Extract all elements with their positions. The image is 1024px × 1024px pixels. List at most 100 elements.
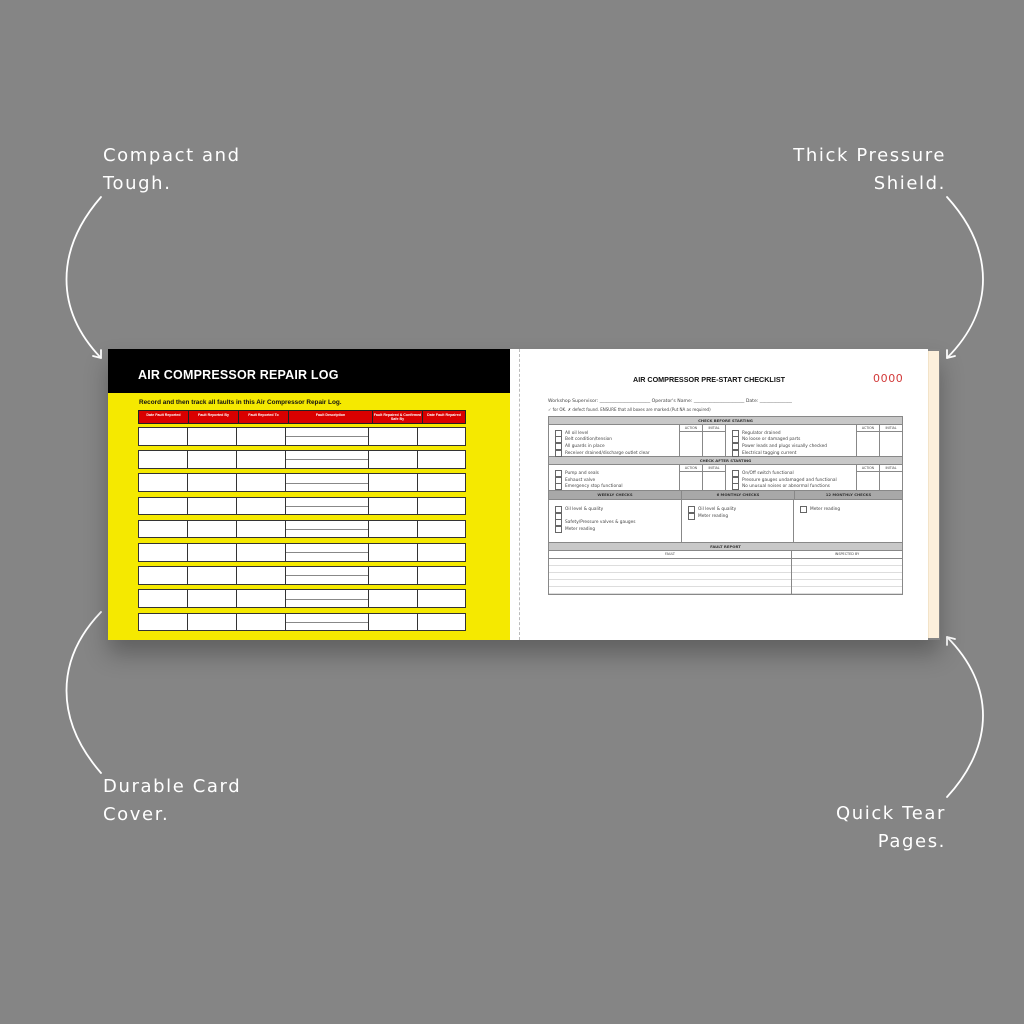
log-cell[interactable] [369,613,418,631]
log-cell[interactable] [418,590,465,607]
cover-page: AIR COMPRESSOR REPAIR LOG Record and the… [108,349,510,640]
log-cell[interactable] [237,543,286,561]
log-table-row[interactable] [138,473,466,492]
log-cell[interactable] [369,451,418,468]
log-table-row[interactable] [138,566,466,585]
log-cell[interactable] [188,590,237,607]
log-cell[interactable] [286,497,369,515]
fault-report-line[interactable] [792,573,902,581]
fault-report-line[interactable] [549,587,791,595]
checkbox[interactable] [732,476,739,484]
log-cell[interactable] [286,520,369,538]
fault-report-line[interactable] [792,580,902,588]
checkbox[interactable] [555,525,562,533]
log-cell[interactable] [418,521,465,538]
log-cell[interactable] [369,428,418,445]
log-cell[interactable] [418,474,465,491]
log-table-row[interactable] [138,519,466,539]
log-cell[interactable] [286,590,369,607]
checkbox[interactable] [732,470,739,478]
checkbox[interactable] [555,519,562,527]
checkbox[interactable] [732,442,739,450]
log-cell[interactable] [139,613,188,631]
log-table-row[interactable] [138,496,466,516]
log-cell[interactable] [188,613,237,631]
log-cell[interactable] [139,474,188,491]
fault-report-line[interactable] [549,566,791,574]
checkbox[interactable] [800,505,807,513]
log-cell[interactable] [188,520,237,538]
log-cell[interactable] [418,614,465,631]
checkbox[interactable] [732,483,739,491]
log-cell[interactable] [418,428,465,445]
log-cell[interactable] [237,428,286,445]
checkbox[interactable] [555,429,562,437]
log-cell[interactable] [418,544,465,561]
log-cell[interactable] [237,474,286,491]
checkbox[interactable] [555,505,562,513]
checkbox[interactable] [555,483,562,491]
log-cell[interactable] [369,590,418,607]
log-table-row[interactable] [138,450,466,469]
log-cell[interactable] [418,498,465,515]
log-cell[interactable] [286,428,369,445]
log-table-row[interactable] [138,427,466,446]
checkbox[interactable] [555,442,562,450]
fault-report-line[interactable] [792,587,902,595]
checkbox[interactable] [732,429,739,437]
log-cell[interactable] [188,567,237,584]
fault-report-line[interactable] [549,580,791,588]
log-cell[interactable] [188,474,237,491]
log-cell[interactable] [237,451,286,468]
log-cell[interactable] [237,590,286,607]
log-cell[interactable] [188,428,237,445]
log-cell[interactable] [188,451,237,468]
log-cell[interactable] [286,543,369,561]
initial-column-label: INITIAL [880,465,902,473]
log-cell[interactable] [369,567,418,584]
log-cell[interactable] [286,474,369,491]
checkbox[interactable] [688,512,695,520]
checkbox[interactable] [555,449,562,457]
log-cell[interactable] [237,567,286,584]
perforation-line[interactable] [519,349,520,640]
log-cell[interactable] [139,497,188,515]
checkbox[interactable] [732,436,739,444]
log-cell[interactable] [188,543,237,561]
log-cell[interactable] [369,474,418,491]
checkbox[interactable] [555,436,562,444]
fault-report-line[interactable] [549,573,791,581]
checkbox[interactable] [555,470,562,478]
log-cell[interactable] [188,497,237,515]
log-table-row[interactable] [138,542,466,562]
checkbox[interactable] [688,505,695,513]
log-cell[interactable] [139,590,188,607]
log-cell[interactable] [369,543,418,561]
log-cell[interactable] [139,543,188,561]
checkbox[interactable] [555,512,562,520]
log-table-row[interactable] [138,612,466,632]
log-cell[interactable] [139,567,188,584]
fault-report-line[interactable] [792,559,902,567]
log-cell[interactable] [286,451,369,468]
fault-report-line[interactable] [792,566,902,574]
weekly-checks-heading: WEEKLY CHECKS [597,492,633,498]
log-cell[interactable] [418,451,465,468]
checkbox[interactable] [555,476,562,484]
log-cell[interactable] [237,613,286,631]
checklist-item-label: Oil level & quality [565,506,604,512]
annotation-line: Durable Card [103,776,242,797]
log-cell[interactable] [139,520,188,538]
checkbox[interactable] [732,449,739,457]
log-cell[interactable] [286,613,369,631]
log-cell[interactable] [369,520,418,538]
log-cell[interactable] [139,451,188,468]
log-cell[interactable] [237,497,286,515]
log-cell[interactable] [237,520,286,538]
log-cell[interactable] [418,567,465,584]
log-cell[interactable] [139,428,188,445]
log-cell[interactable] [286,567,369,584]
fault-report-line[interactable] [549,559,791,567]
log-table-row[interactable] [138,589,466,608]
log-cell[interactable] [369,497,418,515]
